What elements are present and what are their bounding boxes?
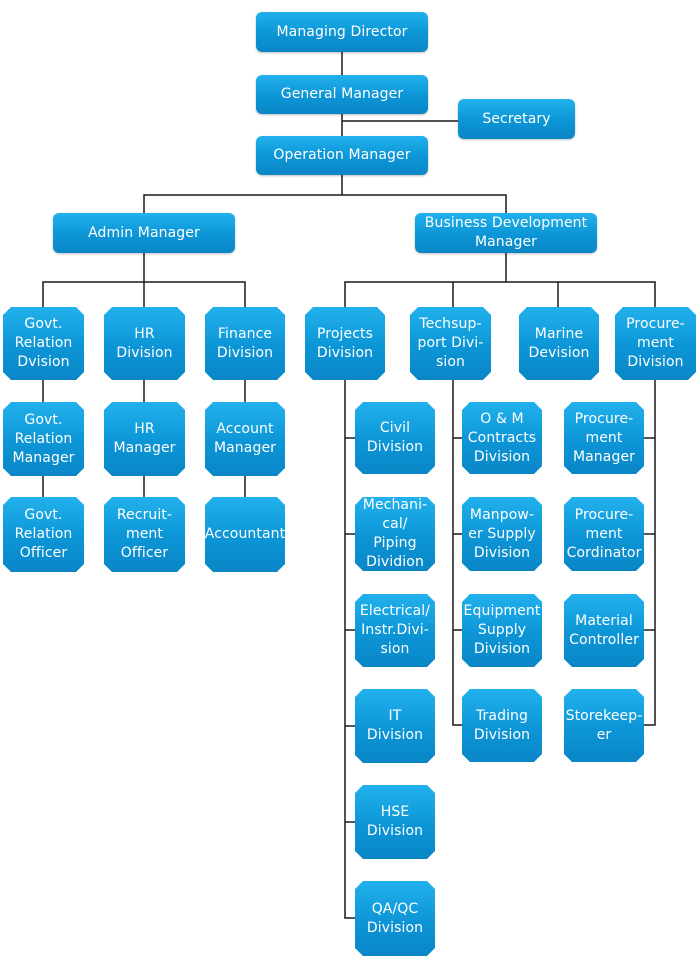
- node-procurement-division: Procure- ment Division: [615, 307, 696, 380]
- node-govt-relation-manager: Govt. Relation Manager: [3, 402, 84, 476]
- node-secretary: Secretary: [458, 99, 575, 139]
- node-mechanical-division: Mechani- cal/ Piping Dividion: [355, 497, 435, 571]
- node-techsupport-division: Techsup- port Divi- sion: [410, 307, 491, 380]
- node-hr-manager: HR Manager: [104, 402, 185, 476]
- node-storekeeper: Storekeep- er: [564, 689, 644, 762]
- node-general-manager: General Manager: [256, 75, 428, 114]
- node-procurement-coordinator: Procure- ment Cordinator: [564, 497, 644, 571]
- node-marine-division: Marine Devision: [519, 307, 599, 380]
- node-managing-director: Managing Director: [256, 12, 428, 52]
- node-electrical-division: Electrical/ Instr.Divi- sion: [355, 594, 435, 667]
- node-govt-relation-officer: Govt. Relation Officer: [3, 497, 84, 572]
- node-projects-division: Projects Division: [305, 307, 385, 380]
- node-govt-relation-division: Govt. Relation Dvision: [3, 307, 84, 380]
- node-qaqc-division: QA/QC Division: [355, 881, 435, 956]
- node-bd-manager: Business Development Manager: [415, 213, 597, 253]
- node-procurement-manager: Procure- ment Manager: [564, 402, 644, 474]
- node-admin-manager: Admin Manager: [53, 213, 235, 253]
- node-finance-division: Finance Division: [205, 307, 285, 380]
- node-material-controller: Material Controller: [564, 594, 644, 667]
- node-manpower-supply-division: Manpow- er Supply Division: [462, 497, 542, 571]
- node-account-manager: Account Manager: [205, 402, 285, 476]
- node-it-division: IT Division: [355, 689, 435, 763]
- node-hse-division: HSE Division: [355, 785, 435, 859]
- node-operation-manager: Operation Manager: [256, 136, 428, 175]
- node-civil-division: Civil Division: [355, 402, 435, 474]
- node-hr-division: HR Division: [104, 307, 185, 380]
- node-om-contracts-division: O & M Contracts Division: [462, 402, 542, 474]
- node-trading-division: Trading Division: [462, 689, 542, 762]
- node-recruitment-officer: Recruit- ment Officer: [104, 497, 185, 572]
- node-equipment-supply-division: Equipment Supply Division: [462, 594, 542, 667]
- node-accountant: Accountant: [205, 497, 285, 572]
